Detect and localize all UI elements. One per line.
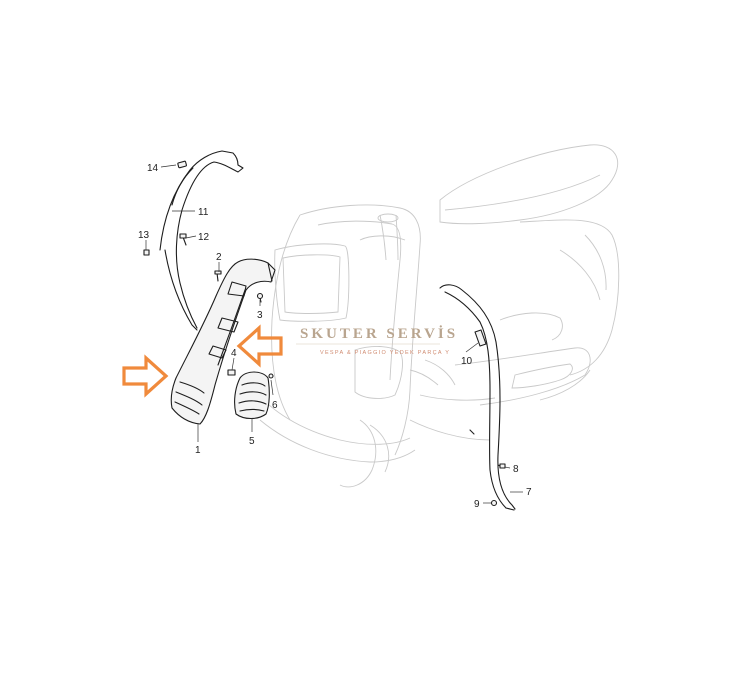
arrow-right-icon (122, 354, 169, 398)
part-3-clip (256, 292, 264, 300)
callout-10: 10 (461, 356, 473, 367)
callout-6: 6 (272, 400, 278, 411)
part-6-screw (268, 373, 274, 379)
arrow-left-icon (236, 324, 283, 368)
leader-lines (145, 164, 523, 504)
callout-7: 7 (526, 487, 532, 498)
part-8-9-fasteners (490, 463, 506, 507)
callout-14: 14 (147, 163, 159, 174)
watermark-subtitle: VESPA & PIAGGIO YEDEK PARÇA Y (320, 350, 450, 356)
callout-3: 3 (257, 310, 263, 321)
part-11-upper-trim (159, 150, 244, 331)
small-fasteners (143, 233, 274, 379)
part-4-clip (227, 369, 236, 376)
watermark-title: SKUTER SERVİS (300, 325, 458, 342)
part-2-screw (214, 270, 222, 275)
callout-11: 11 (198, 207, 209, 218)
part-14-clip (177, 160, 187, 169)
callout-labels: 14 11 13 12 2 3 4 6 5 1 10 8 9 7 (138, 163, 532, 510)
callout-9: 9 (474, 499, 480, 510)
part-5-grille (234, 371, 270, 420)
part-10-emblem (474, 329, 487, 347)
callout-8: 8 (513, 464, 519, 475)
callout-1: 1 (195, 445, 201, 456)
callout-5: 5 (249, 436, 255, 447)
callout-13: 13 (138, 230, 150, 241)
part-13-nut (143, 249, 150, 256)
part-7-right-trim (439, 284, 516, 511)
callout-2: 2 (216, 252, 222, 263)
scooter-body-ghost (254, 144, 620, 488)
watermark: SKUTER SERVİS VESPA & PIAGGIO YEDEK PARÇ… (296, 325, 458, 356)
callout-12: 12 (198, 232, 210, 243)
callout-4: 4 (231, 348, 237, 359)
part-1-legshield-trim (170, 258, 276, 425)
